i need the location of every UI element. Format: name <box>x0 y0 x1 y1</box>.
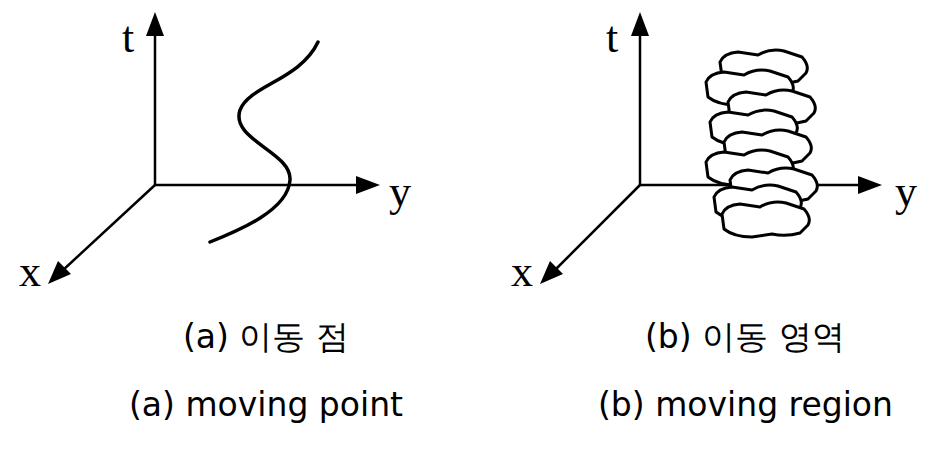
caption-english: (a) moving point <box>129 388 403 421</box>
caption-korean: (a) 이동 점 <box>183 320 349 353</box>
caption-english: (b) moving region <box>598 388 893 421</box>
caption-korean: (b) 이동 영역 <box>645 320 845 353</box>
region-slices <box>706 50 817 237</box>
axis-label: x <box>19 250 41 294</box>
axis-label: x <box>511 250 533 294</box>
axes-right <box>554 30 864 271</box>
arrowheads-left <box>48 12 380 284</box>
axes-left <box>62 30 362 271</box>
arrowheads-right <box>540 12 882 284</box>
axis-label: y <box>389 170 411 214</box>
axis-label: t <box>122 16 134 60</box>
axis-label: y <box>895 170 917 214</box>
trajectory-curve <box>210 42 318 242</box>
axis-label: t <box>606 16 618 60</box>
